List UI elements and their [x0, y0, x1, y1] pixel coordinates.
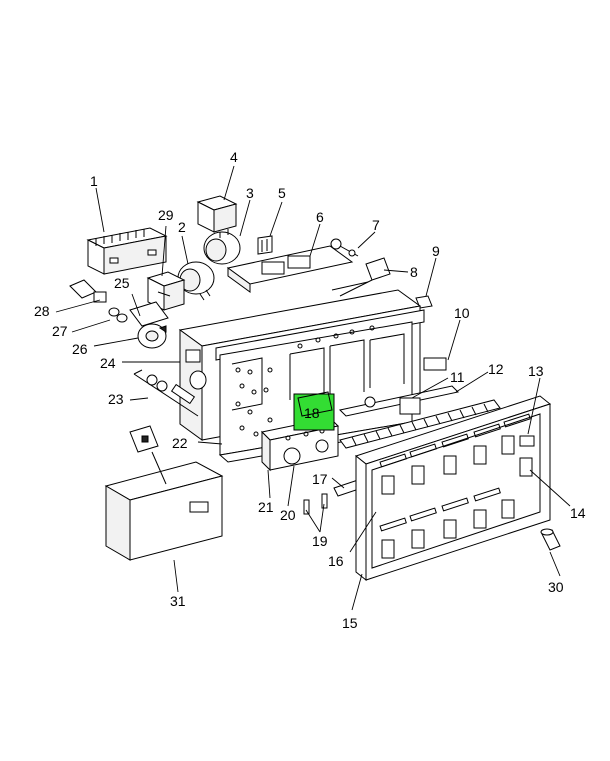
callout-9: 9	[432, 243, 440, 259]
callout-26: 26	[72, 341, 88, 357]
callout-15: 15	[342, 615, 358, 631]
part-1-connector-block[interactable]	[86, 227, 168, 275]
callout-23: 23	[108, 391, 124, 407]
part-19-terminals[interactable]	[303, 493, 328, 515]
callout-21: 21	[258, 499, 274, 515]
part-11-bus-bar[interactable]	[338, 385, 460, 417]
part-24-22-main-housing[interactable]	[178, 289, 447, 463]
part-30-cap[interactable]	[540, 528, 561, 551]
callout-16: 16	[328, 553, 344, 569]
callout-labels: 1 2 3 4 5 6 7 8 9 10 11 12 13 14 15 16 1…	[34, 149, 586, 631]
part-29-square-relay[interactable]	[146, 271, 186, 311]
callout-18: 18	[304, 405, 320, 421]
part-16-panel-bezel[interactable]	[371, 413, 541, 569]
part-2-round-relay[interactable]	[177, 261, 215, 301]
part-25-switch-plate[interactable]	[129, 301, 169, 327]
callout-30: 30	[548, 579, 564, 595]
part-23-bolt-set[interactable]	[133, 369, 199, 417]
part-31-cover[interactable]	[104, 425, 224, 561]
callout-28: 28	[34, 303, 50, 319]
part-4-cube-relay[interactable]	[196, 195, 238, 238]
callout-3: 3	[246, 185, 254, 201]
part-6-top-bracket[interactable]	[226, 245, 354, 293]
callout-13: 13	[528, 363, 544, 379]
callout-25: 25	[114, 275, 130, 291]
callout-12: 12	[488, 361, 504, 377]
part-20-relay-socket[interactable]	[283, 439, 329, 465]
callout-17: 17	[312, 471, 328, 487]
part-14-indicator[interactable]	[519, 457, 533, 477]
callout-6: 6	[316, 209, 324, 225]
part-3-round-relay[interactable]	[203, 231, 241, 265]
callout-4: 4	[230, 149, 238, 165]
callout-20: 20	[280, 507, 296, 523]
part-13-slot[interactable]	[519, 435, 535, 447]
part-7-bolt[interactable]	[330, 238, 359, 257]
part-12-terminal-strip[interactable]	[339, 399, 501, 449]
part-28-switch-knob[interactable]	[69, 279, 107, 303]
callout-2: 2	[178, 219, 186, 235]
callout-14: 14	[570, 505, 586, 521]
part-5-terminal[interactable]	[257, 235, 273, 255]
callout-19: 19	[312, 533, 328, 549]
callout-31: 31	[170, 593, 186, 609]
callout-10: 10	[454, 305, 470, 321]
callout-24: 24	[100, 355, 116, 371]
part-26-rotary-switch[interactable]	[137, 323, 167, 349]
callout-22: 22	[172, 435, 188, 451]
callout-5: 5	[278, 185, 286, 201]
callout-1: 1	[90, 173, 98, 189]
callout-29: 29	[158, 207, 174, 223]
part-8-fuse-holder[interactable]	[331, 257, 391, 297]
part-27-shaft[interactable]	[108, 307, 128, 323]
callout-11: 11	[450, 369, 465, 385]
part-18-highlight[interactable]: 18	[293, 391, 335, 431]
callout-7: 7	[372, 217, 380, 233]
callout-27: 27	[52, 323, 68, 339]
callout-8: 8	[410, 264, 418, 280]
leader-lines	[55, 165, 571, 611]
